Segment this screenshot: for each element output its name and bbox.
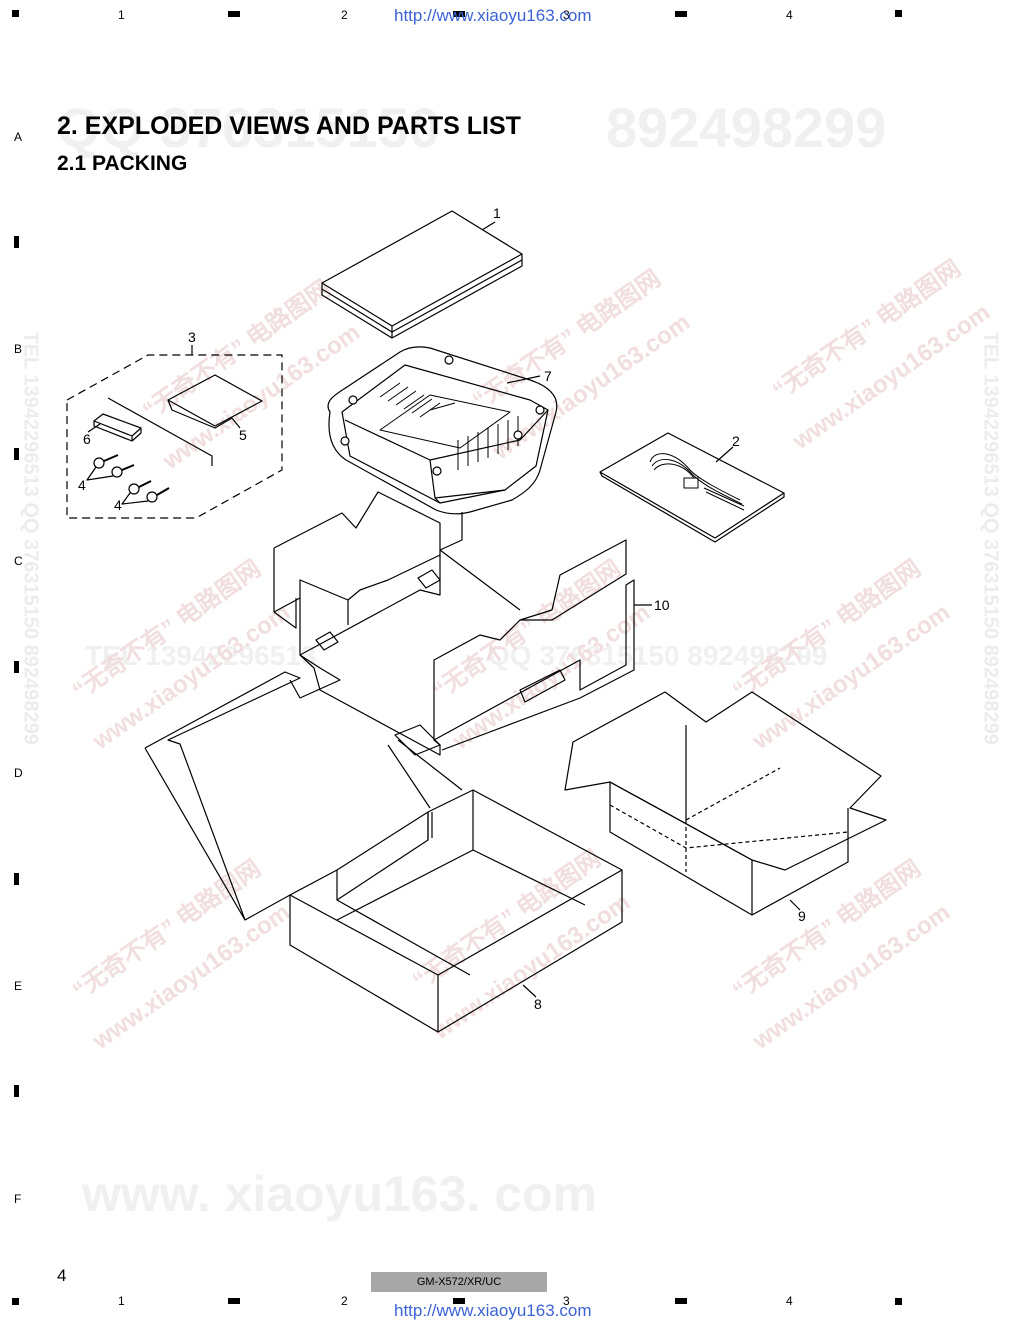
part-2-harness-bag (599, 432, 785, 543)
row-letter: A (14, 130, 23, 144)
row-letter: D (14, 766, 23, 780)
corner-mark (895, 10, 902, 17)
callout-4b: 4 (114, 497, 122, 513)
part-1-manuals (321, 210, 523, 339)
header-url[interactable]: http://www.xiaoyu163.com (394, 6, 592, 25)
callout-10: 10 (654, 597, 670, 613)
column-number: 4 (786, 8, 793, 22)
column-number: 2 (341, 1294, 348, 1308)
column-number: 4 (786, 1294, 793, 1308)
part-6-pad (87, 413, 142, 442)
column-number: 3 (563, 1294, 570, 1308)
column-mark (675, 1298, 687, 1304)
callout-4a: 4 (78, 477, 86, 493)
part-10-inner-pad (273, 491, 652, 756)
callout-7: 7 (544, 368, 552, 384)
row-letter: F (14, 1192, 22, 1206)
part-7-amplifier (327, 346, 558, 515)
column-number: 1 (118, 1294, 125, 1308)
column-mark (228, 1298, 240, 1304)
watermark-big-url: www. xiaoyu163. com (82, 1166, 598, 1222)
section-title: 2.1 PACKING (57, 152, 188, 175)
column-mark (453, 1298, 465, 1304)
callout-8: 8 (534, 996, 542, 1012)
page-number: 4 (57, 1266, 67, 1285)
watermark-ghost-qq: QQ 376315150 (57, 96, 440, 159)
callout-5: 5 (239, 427, 247, 443)
model-label: GM-X572/XR/UC (371, 1272, 547, 1292)
column-number: 2 (341, 8, 348, 22)
row-mark (14, 236, 19, 248)
watermark-numbers: 892498299 (606, 96, 887, 159)
watermark-qq: QQ 376315150 892498299 (488, 640, 828, 671)
callout-9: 9 (798, 908, 806, 924)
part-9-shipping-carton (564, 691, 887, 916)
row-mark (14, 1085, 19, 1097)
corner-mark (895, 1298, 902, 1305)
callout-1: 1 (493, 205, 501, 221)
page-title: 2. EXPLODED VIEWS AND PARTS LIST (57, 112, 521, 140)
footer-url[interactable]: http://www.xiaoyu163.com (394, 1301, 592, 1320)
column-mark (675, 11, 687, 17)
callout-3: 3 (188, 329, 196, 345)
row-mark (14, 448, 19, 460)
corner-mark (12, 10, 19, 17)
column-mark (228, 11, 240, 17)
callout-2: 2 (732, 433, 740, 449)
callout-6: 6 (83, 431, 91, 447)
corner-mark (12, 1298, 19, 1305)
row-mark (14, 661, 19, 673)
part-4-screws (86, 454, 170, 505)
part-8-carton (144, 671, 623, 1033)
part-3-accessory-bag (66, 345, 283, 519)
row-letter: E (14, 979, 23, 993)
part-5-small-bag (107, 374, 263, 466)
column-number: 3 (563, 8, 570, 22)
watermark-tel: TEL 13942296513 (85, 640, 317, 671)
row-letter: C (14, 554, 23, 568)
row-letter: B (14, 342, 23, 356)
column-number: 1 (118, 8, 125, 22)
column-mark (453, 11, 465, 17)
row-mark (14, 873, 19, 885)
